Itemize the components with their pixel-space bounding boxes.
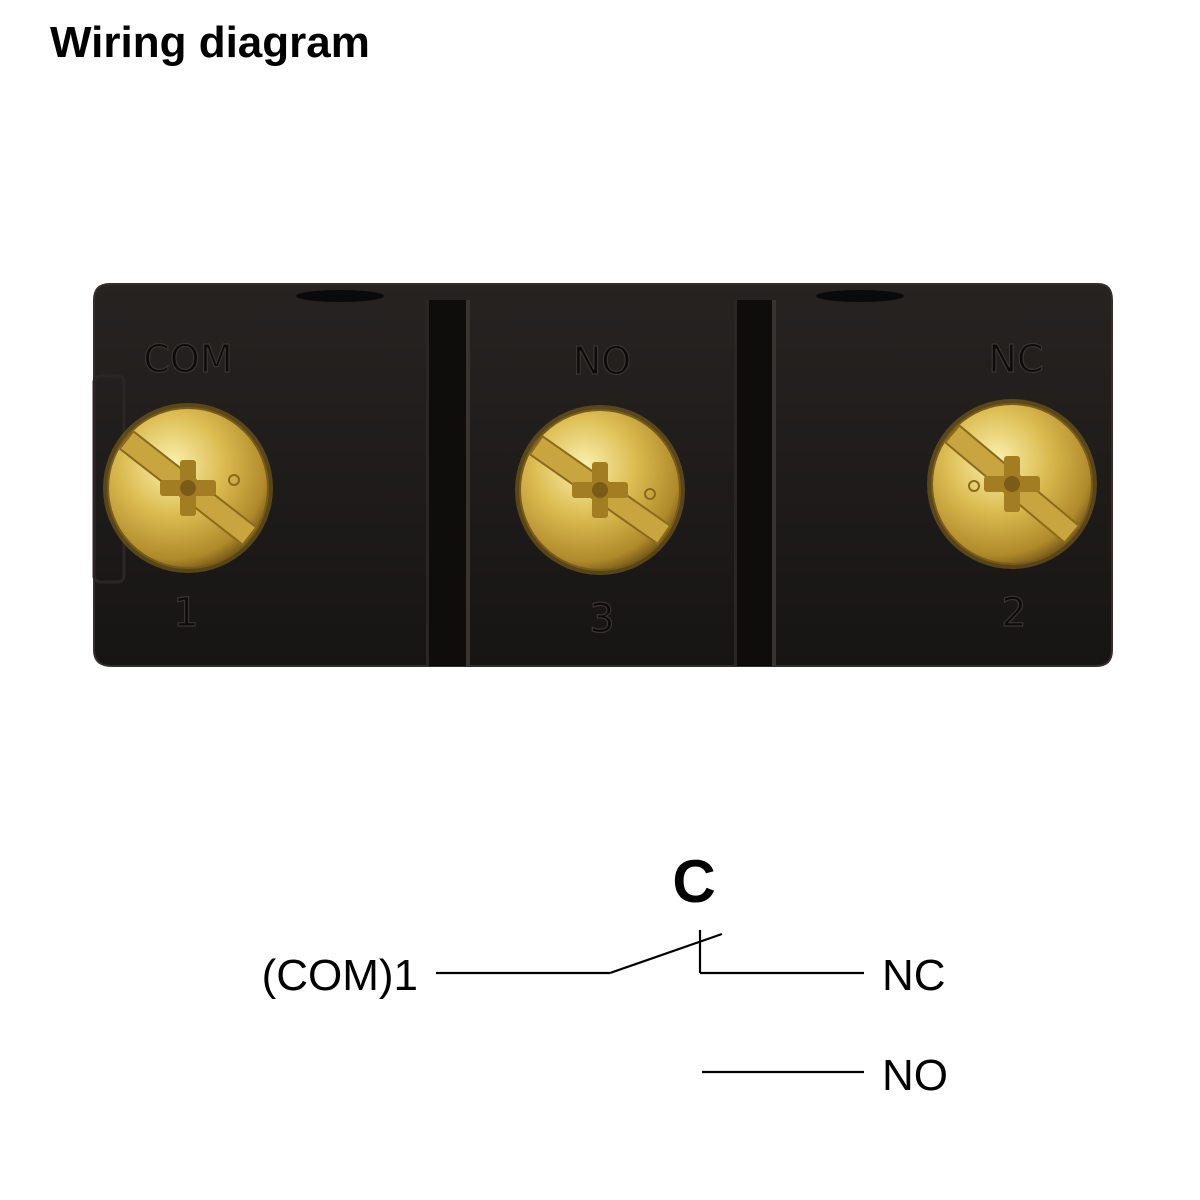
terminal-number-nc: 2 (1001, 590, 1026, 636)
phillips-head-icon (984, 456, 1040, 512)
microswitch-terminal-photo: COM NO NC 1 3 2 (92, 283, 1113, 667)
screw-com (103, 403, 273, 573)
segment-groove (736, 300, 774, 666)
phillips-head-icon (572, 462, 628, 518)
schematic-com-label: (COM)1 (262, 951, 418, 1000)
screw-nc (927, 399, 1097, 569)
terminal-label-com: COM (143, 337, 232, 381)
schematic-no-label: NO (882, 1051, 948, 1100)
terminal-number-com: 1 (173, 590, 198, 636)
terminal-label-no: NO (573, 339, 631, 383)
mounting-hole (816, 290, 904, 302)
segment-groove-edge (734, 300, 737, 666)
mounting-hole (296, 290, 384, 302)
terminal-label-nc: NC (989, 337, 1044, 381)
diagram-title: Wiring diagram (50, 18, 370, 67)
segment-groove-edge (426, 300, 429, 666)
phillips-head-icon (160, 460, 216, 516)
schematic-common-label: C (672, 848, 715, 915)
segment-groove-edge (466, 300, 470, 666)
switch-lever (609, 932, 723, 975)
segment-groove (428, 300, 468, 666)
screw-no (515, 405, 685, 575)
terminal-number-no: 3 (589, 596, 614, 642)
segment-groove-edge (772, 300, 776, 666)
schematic-nc-label: NC (882, 951, 946, 1000)
